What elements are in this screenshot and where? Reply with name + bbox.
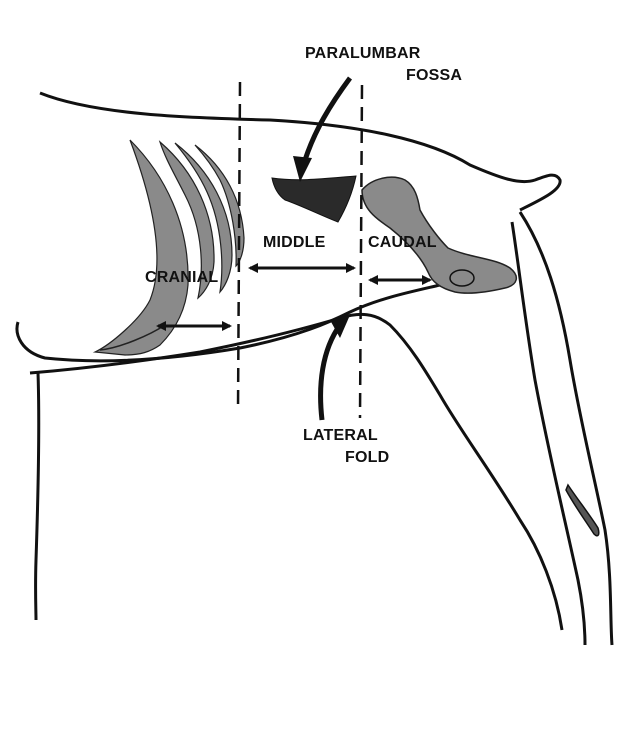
cranial-label: CRANIAL	[145, 269, 219, 286]
lateral-fold-pointer	[318, 323, 343, 421]
paralumbar-pointer	[302, 76, 353, 161]
lateral-fold-label-line1: LATERAL	[303, 427, 378, 444]
flank-line	[15, 283, 441, 363]
hock-detail	[565, 483, 600, 537]
middle-label: MIDDLE	[263, 234, 326, 251]
ribs	[92, 139, 245, 356]
cranial-middle-divider	[236, 81, 242, 411]
lateral-fold-label-line2: FOLD	[345, 449, 390, 466]
middle-caudal-divider	[358, 84, 364, 419]
paralumbar-fossa-shading	[271, 175, 357, 223]
hind-leg-outline	[510, 221, 587, 646]
caudal-label: CAUDAL	[368, 234, 437, 251]
lateral-fold-pointer-head	[330, 315, 350, 338]
paralumbar-pointer-head	[293, 156, 312, 182]
hip-socket	[449, 269, 475, 287]
paralumbar-label-line1: PARALUMBAR	[305, 45, 421, 62]
foreleg-outline	[34, 372, 41, 621]
paralumbar-label-line2: FOSSA	[406, 67, 463, 84]
hip-bone-shading	[361, 176, 517, 294]
hind-leg-front-outline	[518, 211, 614, 646]
back-outline	[39, 91, 562, 212]
